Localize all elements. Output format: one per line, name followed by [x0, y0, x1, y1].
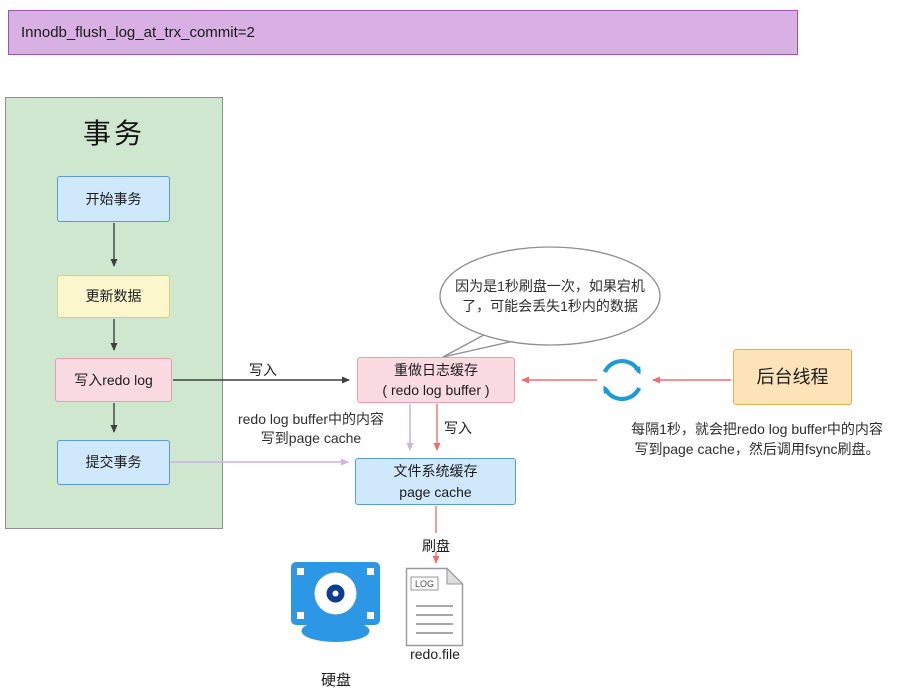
edge-label-write-to-cache: 写入	[444, 420, 472, 436]
edge-label-flush-disk: 刷盘	[422, 538, 450, 554]
transaction-panel-title: 事务	[82, 118, 145, 149]
node-write-redo-log: 写入redo log	[55, 358, 172, 402]
node-page-cache: 文件系统缓存 page cache	[355, 458, 516, 505]
node-commit-transaction: 提交事务	[57, 440, 170, 485]
node-redo-log-buffer: 重做日志缓存 ( redo log buffer )	[357, 357, 515, 403]
commit-path-note-line1: redo log buffer中的内容	[237, 411, 385, 427]
refresh-icon	[602, 358, 642, 402]
redo-log-buffer-line2: ( redo log buffer )	[382, 382, 490, 398]
log-badge-label: LOG	[415, 579, 434, 589]
background-thread-note-line2: 写到page cache，然后调用fsync刷盘。	[634, 441, 880, 457]
background-thread-note: 每隔1秒，就会把redo log buffer中的内容 写到page cache…	[608, 419, 906, 459]
node-background-thread: 后台线程	[733, 349, 852, 405]
page-cache-line2: page cache	[399, 483, 472, 500]
redo-file-label: redo.file	[410, 646, 460, 662]
banner-label: Innodb_flush_log_at_trx_commit=2	[21, 24, 255, 41]
hard-disk-icon	[291, 562, 380, 642]
speech-bubble-line2: 了，可能会丢失1秒内的数据	[462, 298, 638, 314]
speech-bubble-line1: 因为是1秒刷盘一次，如果宕机	[455, 278, 645, 294]
node-begin-transaction: 开始事务	[57, 176, 170, 222]
hard-disk-label: 硬盘	[320, 672, 351, 689]
node-update-data: 更新数据	[57, 275, 170, 318]
redo-file-icon: LOG	[405, 567, 464, 647]
redo-log-buffer-line1: 重做日志缓存	[394, 361, 478, 378]
page-cache-line1: 文件系统缓存	[393, 463, 478, 480]
speech-bubble-text: 因为是1秒刷盘一次，如果宕机 了，可能会丢失1秒内的数据	[444, 276, 656, 316]
commit-path-note: redo log buffer中的内容 写到page cache	[215, 410, 407, 448]
edge-label-write-to-buffer: 写入	[249, 362, 277, 378]
commit-path-note-line2: 写到page cache	[260, 430, 362, 446]
background-thread-note-line1: 每隔1秒，就会把redo log buffer中的内容	[631, 421, 883, 437]
title-banner: Innodb_flush_log_at_trx_commit=2	[8, 10, 798, 55]
